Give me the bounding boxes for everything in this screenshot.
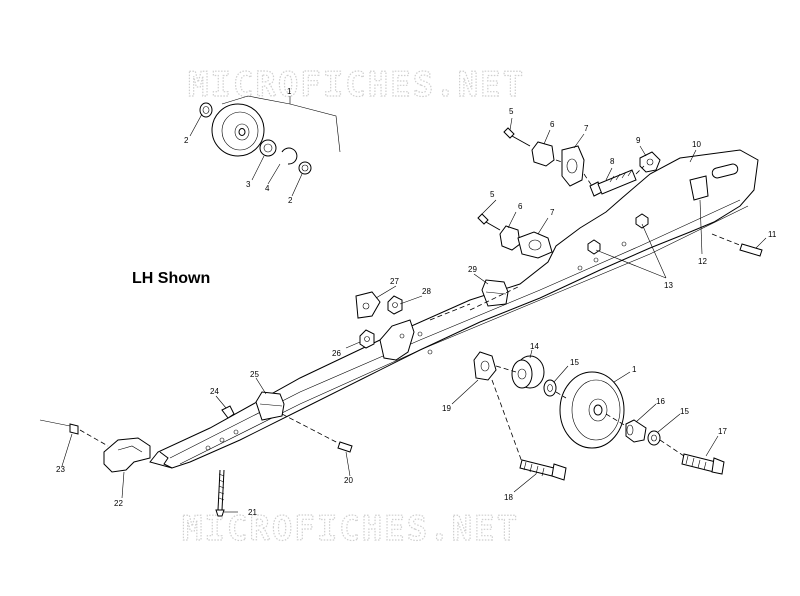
callout-5-lower: 5 [490, 190, 495, 199]
callout-18: 18 [504, 493, 513, 502]
bolt-8 [589, 169, 637, 197]
callout-3: 3 [246, 180, 251, 189]
callout-1-wheel: 1 [632, 365, 637, 374]
callout-15-right: 15 [680, 407, 689, 416]
callout-12: 12 [698, 257, 707, 266]
callout-10: 10 [692, 140, 701, 149]
pin-20 [281, 413, 353, 453]
nut-26 [359, 329, 375, 349]
screw-21 [215, 469, 225, 517]
callout-16: 16 [656, 397, 665, 406]
spacer-16 [625, 419, 647, 443]
view-title: LH Shown [132, 270, 210, 287]
tip-cap-22 [103, 437, 151, 473]
spacer-14 [511, 355, 545, 389]
idler-wheel-assembly-exploded [189, 95, 341, 197]
clip-24 [221, 405, 235, 419]
callout-25: 25 [250, 370, 259, 379]
callout-6-upper: 6 [550, 120, 555, 129]
callout-14: 14 [530, 342, 539, 351]
slide-rail [149, 149, 759, 469]
callout-21: 21 [248, 508, 257, 517]
nut-left [199, 102, 213, 118]
idler-wheel-large [559, 371, 625, 449]
rail-body [149, 149, 759, 469]
watermark-top: MICROFICHES.NET [188, 65, 525, 105]
callout-2-left: 2 [184, 136, 189, 145]
callout-15-left: 15 [570, 358, 579, 367]
clip-9 [639, 151, 661, 173]
callout-7-lower: 7 [550, 208, 555, 217]
bolt-18 [491, 379, 567, 481]
watermark-bottom: MICROFICHES.NET [182, 509, 519, 549]
callout-27: 27 [390, 277, 399, 286]
axle-bracket-19 [473, 351, 497, 381]
callout-22: 22 [114, 499, 123, 508]
callout-5-upper: 5 [509, 107, 514, 116]
bearing [259, 139, 277, 157]
plate-27 [355, 291, 381, 319]
leader-lines [61, 96, 767, 513]
callout-20: 20 [344, 476, 353, 485]
rail-bracket [379, 319, 415, 361]
washer-15-right [647, 430, 661, 446]
lower-bolt-spacer-set [477, 213, 553, 259]
nut-right [298, 161, 312, 175]
callout-19: 19 [442, 404, 451, 413]
pin-11 [711, 233, 763, 257]
callout-labels: 1 2 3 4 2 5 6 7 8 9 10 5 6 7 11 12 13 29… [56, 87, 777, 517]
wear-block-25 [255, 391, 285, 421]
callout-1-top: 1 [287, 87, 292, 96]
callout-11: 11 [768, 230, 777, 239]
callout-28: 28 [422, 287, 431, 296]
callout-26: 26 [332, 349, 341, 358]
rivet-23 [39, 419, 109, 447]
snap-ring [281, 147, 298, 165]
callout-2-right: 2 [288, 196, 293, 205]
callout-23: 23 [56, 465, 65, 474]
nut-28 [387, 295, 403, 315]
callout-6-lower: 6 [518, 202, 523, 211]
upper-bolt-spacer-set [503, 127, 585, 187]
callout-4: 4 [265, 184, 270, 193]
washer-15-left [543, 379, 557, 397]
bracket-12 [689, 175, 709, 201]
callout-9: 9 [636, 136, 641, 145]
idler-wheel-small [211, 103, 265, 157]
callout-17: 17 [718, 427, 727, 436]
callout-13: 13 [664, 281, 673, 290]
callout-7-upper: 7 [584, 124, 589, 133]
callout-8: 8 [610, 157, 615, 166]
callout-24: 24 [210, 387, 219, 396]
bolt-17 [681, 453, 725, 475]
callout-29: 29 [468, 265, 477, 274]
